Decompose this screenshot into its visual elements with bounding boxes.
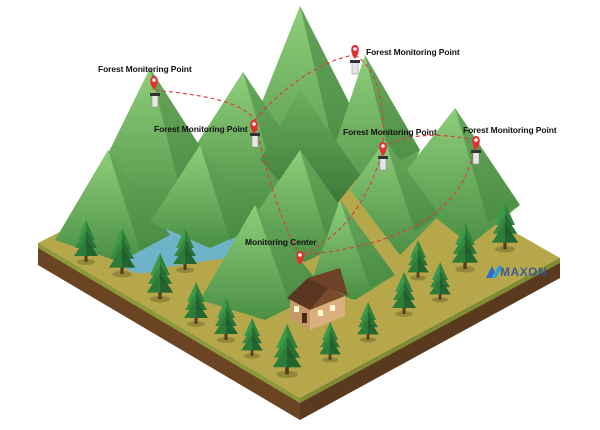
sensor-stations: [150, 60, 481, 171]
label-forest-monitoring-point: Forest Monitoring Point: [463, 125, 557, 135]
label-forest-monitoring-point: Forest Monitoring Point: [343, 127, 437, 137]
map-pin-icon: [250, 120, 258, 134]
link-line: [354, 54, 384, 149]
map-pin-icon: [379, 142, 387, 156]
tree: [392, 272, 416, 317]
tree: [319, 322, 341, 363]
monitoring-house-icon: [287, 268, 348, 330]
map-pin-icon: [351, 45, 359, 59]
logo-text: MAXON: [500, 265, 548, 279]
mountain-range: [55, 6, 520, 320]
mountain: [108, 150, 170, 250]
sensor-station-icon: [150, 93, 160, 108]
tree: [429, 262, 451, 303]
tree: [173, 228, 197, 273]
mountain: [365, 55, 420, 165]
link-line: [382, 134, 476, 149]
tree: [491, 203, 519, 253]
map-pin-icon: [296, 251, 304, 265]
sensor-station-icon: [350, 60, 360, 75]
label-forest-monitoring-point: Forest Monitoring Point: [366, 47, 460, 57]
tree: [214, 298, 238, 343]
map-pin-icon: [150, 76, 158, 90]
mountain: [385, 140, 440, 232]
sensor-station-icon: [378, 156, 388, 171]
sensor-station-icon: [471, 150, 481, 165]
mountain: [455, 108, 520, 222]
tree-group: [74, 203, 519, 378]
mountain: [200, 145, 262, 240]
link-line: [254, 119, 301, 256]
link-line: [299, 139, 476, 256]
network-links: [154, 54, 476, 256]
tree: [241, 318, 263, 359]
maxon-logo-icon: [486, 266, 502, 278]
mountain: [340, 200, 395, 288]
label-forest-monitoring-point: Forest Monitoring Point: [98, 64, 192, 74]
tree: [146, 253, 174, 303]
link-line: [154, 89, 256, 121]
label-forest-monitoring-point: Forest Monitoring Point: [154, 124, 248, 134]
tree: [184, 282, 208, 327]
mountain: [260, 90, 360, 225]
tree: [74, 220, 98, 265]
map-pin-icon: [472, 136, 480, 150]
tree: [108, 228, 136, 278]
label-monitoring-center: Monitoring Center: [245, 237, 317, 247]
map-pins: [150, 45, 480, 265]
tree: [357, 302, 379, 343]
tree: [407, 240, 429, 281]
sensor-station-icon: [250, 133, 260, 148]
